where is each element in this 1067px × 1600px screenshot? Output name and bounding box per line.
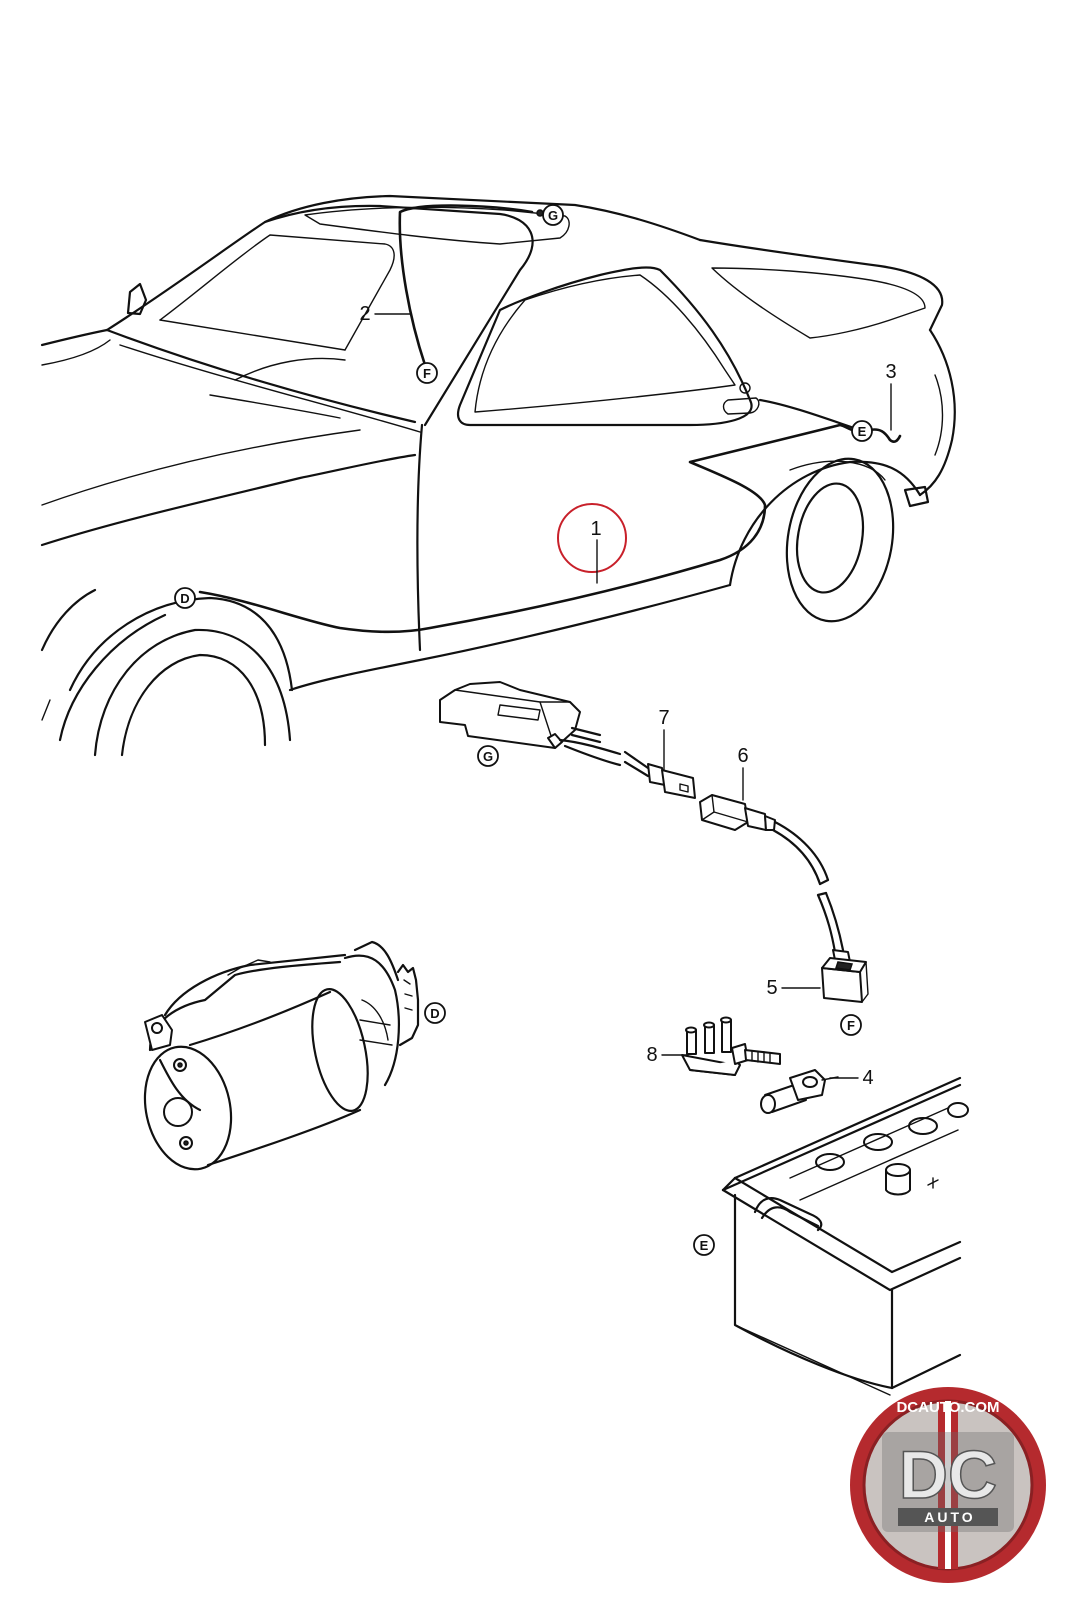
connector-label-f-roof: F [416,362,438,384]
connector-label-d-car: D [174,587,196,609]
connector-label-g-roof: G [542,204,564,226]
connector-label-d-starter: D [424,1002,446,1024]
starter-motor [143,940,420,1171]
connector-label-f-plug: F [840,1014,862,1036]
connector-label-g-module: G [477,745,499,767]
car-outline [40,194,956,757]
dcauto-logo: DCAUTO.COM DC AUTO [850,1387,1046,1583]
connector-part-6 [699,794,845,954]
svg-text:D: D [180,591,189,606]
callout-8: 8 [646,1044,657,1066]
svg-text:E: E [700,1238,709,1253]
callout-1: 1 [590,518,601,540]
svg-text:G: G [483,749,493,764]
callout-4: 4 [862,1067,873,1089]
logo-mark-text: DC [899,1437,997,1513]
plug-part-7 [623,750,696,799]
connector-label-e-battery: E [693,1234,715,1256]
terminal-block-part-8 [681,1016,781,1076]
svg-text:D: D [430,1006,439,1021]
harness-wires [198,204,902,634]
connector-label-e-car: E [851,420,873,442]
callout-5: 5 [766,977,777,999]
svg-text:E: E [858,424,867,439]
svg-text:F: F [423,366,431,381]
highlight-circle [557,503,627,573]
module-part-g [439,681,622,767]
svg-text:F: F [847,1018,855,1033]
callout-6: 6 [737,745,748,767]
callout-7: 7 [658,707,669,729]
plug-part-5 [821,949,869,1003]
battery [721,1076,969,1396]
callout-3: 3 [885,361,896,383]
logo-site-text: DCAUTO.COM [896,1399,999,1416]
battery-clamp-part-4 [760,1069,839,1114]
logo-word-text: AUTO [924,1509,975,1525]
svg-text:G: G [548,208,558,223]
callout-2: 2 [359,303,370,325]
